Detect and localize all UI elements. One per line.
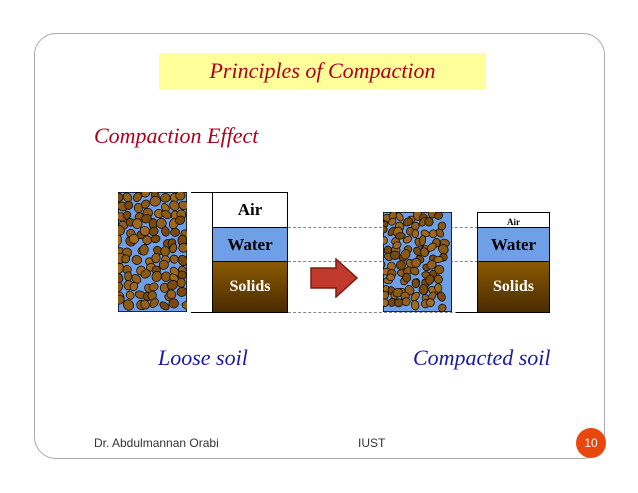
compacted-water-phase: Water bbox=[477, 227, 550, 262]
loose-air-phase: Air bbox=[212, 192, 288, 228]
compacted-bracket-bottom bbox=[456, 312, 478, 313]
loose-water-phase: Water bbox=[212, 227, 288, 262]
compacted-solids-phase: Solids bbox=[477, 261, 550, 313]
compacted-air-phase: Air bbox=[477, 212, 550, 228]
loose-bracket-top bbox=[191, 192, 213, 193]
compacted-soil-sample bbox=[383, 212, 452, 312]
footer-center: IUST bbox=[358, 436, 386, 450]
page-number-badge: 10 bbox=[576, 428, 606, 458]
guide-line-solids bbox=[288, 312, 478, 313]
slide-subtitle: Compaction Effect bbox=[94, 123, 259, 148]
loose-solids-phase: Solids bbox=[212, 261, 288, 313]
compacted-soil-caption: Compacted soil bbox=[413, 345, 551, 370]
footer-author: Dr. Abdulmannan Orabi bbox=[94, 436, 219, 450]
loose-bracket-bottom bbox=[191, 312, 213, 313]
loose-soil-caption: Loose soil bbox=[158, 345, 248, 370]
slide-title: Principles of Compaction bbox=[159, 53, 486, 89]
loose-soil-sample bbox=[118, 192, 187, 312]
right-arrow-icon bbox=[310, 258, 358, 298]
